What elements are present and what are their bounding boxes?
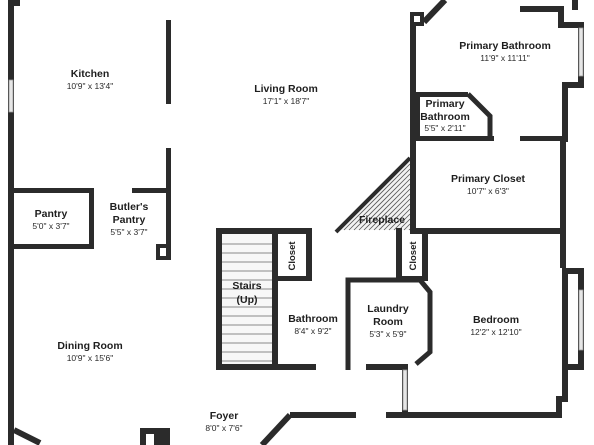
room-name-line-1: Laundry	[367, 303, 409, 315]
room-name: Primary Closet	[451, 173, 526, 185]
fireplace-hatch-line	[393, 213, 411, 231]
room-dimensions: 10'7" x 6'3"	[467, 186, 509, 196]
room-name: Pantry	[35, 208, 68, 220]
fireplace-hatch-line	[358, 178, 411, 231]
room-name: Bathroom	[288, 313, 338, 325]
room-name: Dining Room	[57, 340, 122, 352]
room-dimensions: 5'5" x 2'11"	[424, 123, 465, 133]
room-dimensions: 10'9" x 15'6"	[67, 353, 114, 363]
room-dimensions: 5'3" x 5'9"	[369, 329, 406, 339]
room-name-line-2: (Up)	[237, 294, 258, 306]
room-name: Closet	[287, 241, 298, 271]
room-dimensions: 12'2" x 12'10"	[470, 327, 521, 337]
staircase-treads	[222, 234, 272, 364]
room-kitchen: Kitchen 10'9" x 13'4"	[67, 68, 114, 91]
room-bathroom: Bathroom 8'4" x 9'2"	[288, 313, 338, 336]
room-dimensions: 8'4" x 9'2"	[294, 326, 331, 336]
room-closet-left: Closet	[287, 241, 298, 271]
room-laundry: Laundry Room 5'3" x 5'9"	[367, 303, 409, 339]
room-primary-bathroom-small: Primary Bathroom 5'5" x 2'11"	[420, 98, 470, 133]
room-name: Fireplace	[359, 214, 405, 226]
room-dimensions: 17'1" x 18'7"	[263, 96, 310, 106]
room-dimensions: 11'9" x 11'11"	[480, 53, 529, 63]
room-dimensions: 8'0" x 7'6"	[205, 423, 242, 433]
fireplace-hatch-line	[368, 188, 411, 231]
room-name: Closet	[408, 241, 419, 271]
room-dimensions: 5'5" x 3'7"	[110, 227, 147, 237]
room-name-line-1: Primary	[425, 98, 464, 110]
room-name-line-2: Pantry	[113, 214, 146, 226]
room-dimensions: 5'0" x 3'7"	[32, 221, 69, 231]
room-name: Kitchen	[71, 68, 110, 80]
room-bedroom: Bedroom 12'2" x 12'10"	[470, 314, 521, 337]
room-foyer: Foyer 8'0" x 7'6"	[205, 410, 242, 433]
fireplace-hatch-line	[353, 173, 411, 231]
fireplace-hatch-line	[403, 223, 411, 231]
room-name: Living Room	[254, 83, 318, 95]
room-living-room: Living Room 17'1" x 18'7"	[254, 83, 318, 106]
room-name-line-2: Room	[373, 316, 403, 328]
room-fireplace: Fireplace	[359, 214, 405, 226]
fireplace-hatch-line	[378, 198, 411, 231]
room-primary-closet: Primary Closet 10'7" x 6'3"	[451, 173, 526, 196]
room-name: Bedroom	[473, 314, 519, 326]
room-pantry: Pantry 5'0" x 3'7"	[32, 208, 69, 231]
fireplace-hatch-line	[408, 228, 411, 231]
fireplace-hatch-line	[383, 203, 411, 231]
room-butlers-pantry: Butler's Pantry 5'5" x 3'7"	[110, 201, 149, 237]
room-name-line-1: Stairs	[232, 280, 261, 292]
room-name-line-2: Bathroom	[420, 111, 470, 123]
room-dimensions: 10'9" x 13'4"	[67, 81, 114, 91]
room-dining-room: Dining Room 10'9" x 15'6"	[57, 340, 122, 363]
fireplace-hatch-line	[388, 208, 411, 231]
room-primary-bathroom: Primary Bathroom 11'9" x 11'11"	[459, 40, 551, 63]
room-closet-right: Closet	[408, 241, 419, 271]
room-stairs: Stairs (Up)	[232, 280, 261, 306]
room-name-line-1: Butler's	[110, 201, 149, 213]
room-name: Primary Bathroom	[459, 40, 551, 52]
room-name: Foyer	[210, 410, 239, 422]
fireplace-hatch-line	[343, 163, 411, 231]
fireplace-hatch-line	[373, 193, 411, 231]
fireplace-hatch-line	[363, 183, 411, 231]
fireplace-hatch-line	[348, 168, 411, 231]
walls	[8, 0, 584, 445]
